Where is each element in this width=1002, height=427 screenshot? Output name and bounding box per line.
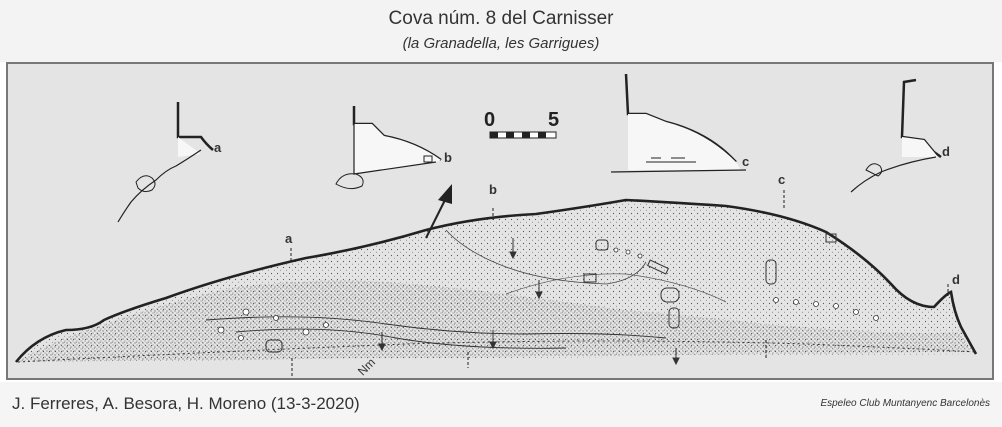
plan-label-b: b [489,182,497,197]
footer-band [0,382,1002,427]
plan-label-c: c [778,172,785,187]
page-title: Cova núm. 8 del Carnisser [388,8,614,29]
plan-label-a: a [285,231,293,246]
club-credit: Espeleo Club Muntanyenc Barcelonès [820,398,990,409]
title-band [0,0,1002,62]
cave-plan [14,190,978,376]
cross-section-c [610,73,747,173]
section-label-b: b [444,150,452,165]
scale-start-label: 0 [484,109,495,131]
cross-section-a [117,102,214,223]
section-label-d: d [942,144,950,159]
scale-end-label: 5 [548,109,559,131]
scale-bar [489,131,557,139]
page-subtitle: (la Granadella, les Garrigues) [402,35,600,52]
section-label-a: a [214,140,222,155]
section-label-c: c [742,154,749,169]
authors-credit: J. Ferreres, A. Besora, H. Moreno (13-3-… [12,394,360,413]
cave-survey-drawing: a b c d 0 5 [14,73,978,378]
plan-label-d: d [952,272,960,287]
cross-section-b [335,106,442,190]
cross-section-d [850,78,942,193]
